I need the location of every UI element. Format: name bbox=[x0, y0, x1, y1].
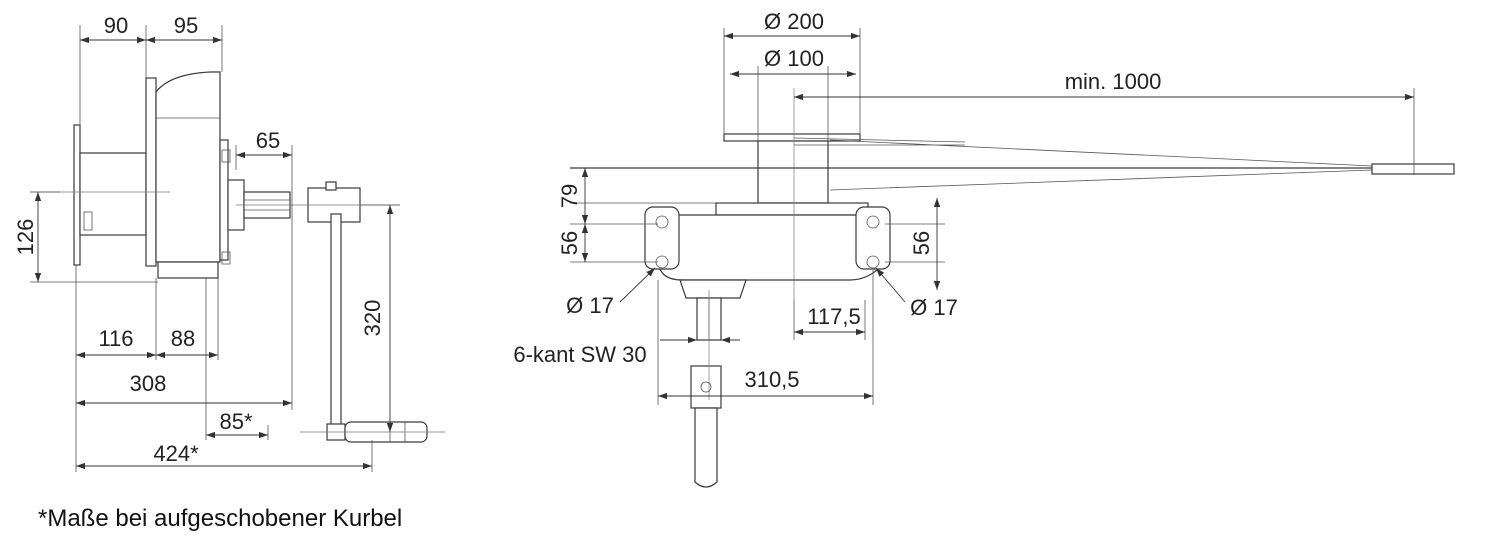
housing-base bbox=[157, 261, 219, 279]
dim-90: 90 bbox=[104, 13, 128, 38]
gear-housing bbox=[155, 71, 221, 263]
footnote: *Maße bei aufgeschobener Kurbel bbox=[38, 505, 402, 532]
mounting-plate bbox=[73, 124, 81, 266]
cable-drum bbox=[79, 152, 147, 236]
dim-116: 116 bbox=[98, 326, 133, 351]
dim-65: 65 bbox=[256, 128, 280, 153]
dim-88: 88 bbox=[171, 326, 195, 351]
dim-dia-17-left: Ø 17 bbox=[566, 293, 614, 318]
crank-arm bbox=[330, 213, 342, 439]
dim-min-1000: min. 1000 bbox=[1065, 69, 1162, 94]
crank-bar bbox=[694, 407, 718, 488]
dim-dia-200: Ø 200 bbox=[764, 9, 824, 34]
mounting-lug-left bbox=[644, 206, 680, 270]
dim-85: 85* bbox=[219, 409, 252, 434]
dim-56-right: 56 bbox=[909, 231, 934, 255]
dim-320: 320 bbox=[360, 300, 385, 337]
arm-end bbox=[1371, 163, 1455, 175]
dim-dia-17-right: Ø 17 bbox=[910, 295, 958, 320]
dim-310-5: 310,5 bbox=[744, 367, 799, 392]
housing-flange bbox=[145, 77, 157, 267]
dim-79: 79 bbox=[557, 184, 582, 208]
dim-56-left: 56 bbox=[557, 231, 582, 255]
dim-308: 308 bbox=[130, 371, 167, 396]
column bbox=[757, 140, 829, 204]
gearbox bbox=[657, 214, 886, 281]
dim-95: 95 bbox=[174, 13, 198, 38]
lever-arm bbox=[793, 137, 1373, 191]
gear-housing-front bbox=[715, 202, 869, 216]
mounting-lug-right bbox=[855, 206, 891, 270]
crank-block bbox=[690, 365, 722, 409]
top-plate bbox=[723, 133, 861, 142]
dim-126: 126 bbox=[13, 219, 38, 256]
dim-117-5: 117,5 bbox=[807, 304, 860, 329]
dim-dia-100: Ø 100 bbox=[764, 46, 824, 71]
dim-424: 424* bbox=[153, 441, 199, 466]
dim-hex-sw30: 6-kant SW 30 bbox=[513, 342, 646, 367]
front-view: Ø 200 Ø 100 min. 1000 79 56 56 Ø 17 Ø 17… bbox=[513, 9, 1455, 488]
side-view: 90 95 65 126 116 88 308 85* 424* 320 bbox=[13, 13, 445, 472]
